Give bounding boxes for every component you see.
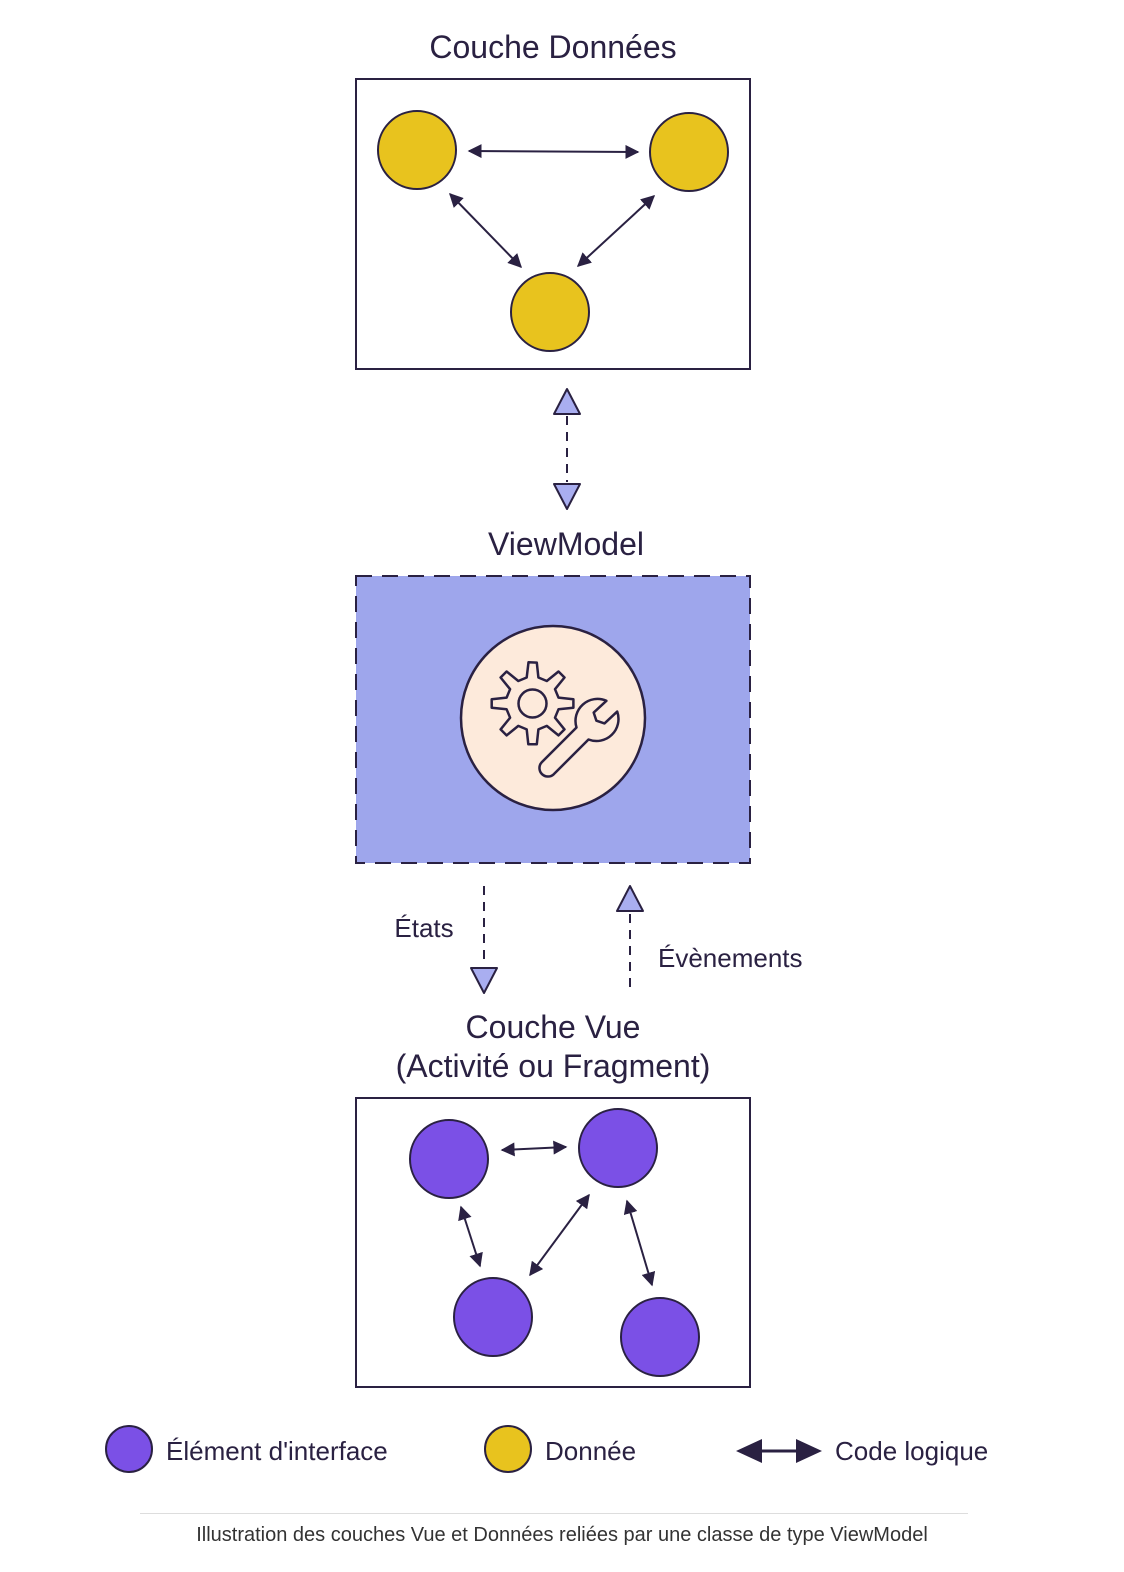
states-connector	[470, 886, 498, 994]
events-connector	[616, 885, 644, 994]
data-node-left	[377, 110, 457, 190]
logic-arrow	[529, 1193, 590, 1277]
data-node-bottom	[510, 272, 590, 352]
logic-arrow	[449, 192, 522, 269]
logic-arrow	[576, 195, 656, 267]
view-layer-title: Couche Vue	[466, 1009, 641, 1045]
ui-node	[409, 1119, 489, 1199]
caption-divider	[140, 1513, 968, 1514]
ui-node	[453, 1277, 533, 1357]
data-node-right	[649, 112, 729, 192]
legend: Élément d'interface Donnée Code logique	[105, 1425, 988, 1473]
legend-data-swatch	[484, 1425, 532, 1473]
states-label: États	[394, 913, 453, 943]
data-viewmodel-connector	[553, 388, 581, 510]
legend-ui-element-swatch	[105, 1425, 153, 1473]
ui-node	[578, 1108, 658, 1188]
data-layer-title: Couche Données	[429, 29, 676, 65]
legend-logic-arrow-icon	[736, 1439, 822, 1463]
logic-arrow	[500, 1140, 568, 1157]
figure-caption: Illustration des couches Vue et Données …	[196, 1524, 928, 1546]
logic-arrow	[623, 1199, 656, 1287]
ui-node	[620, 1297, 700, 1377]
logic-arrow	[467, 144, 640, 159]
viewmodel-title: ViewModel	[488, 526, 644, 562]
view-layer-subtitle: (Activité ou Fragment)	[396, 1048, 711, 1084]
legend-data-label: Donnée	[545, 1436, 636, 1466]
gear-wrench-icon	[459, 624, 647, 812]
legend-ui-element-label: Élément d'interface	[166, 1436, 388, 1466]
logic-arrow	[458, 1205, 483, 1268]
events-label: Évènements	[658, 943, 803, 973]
legend-logic-label: Code logique	[835, 1436, 988, 1466]
